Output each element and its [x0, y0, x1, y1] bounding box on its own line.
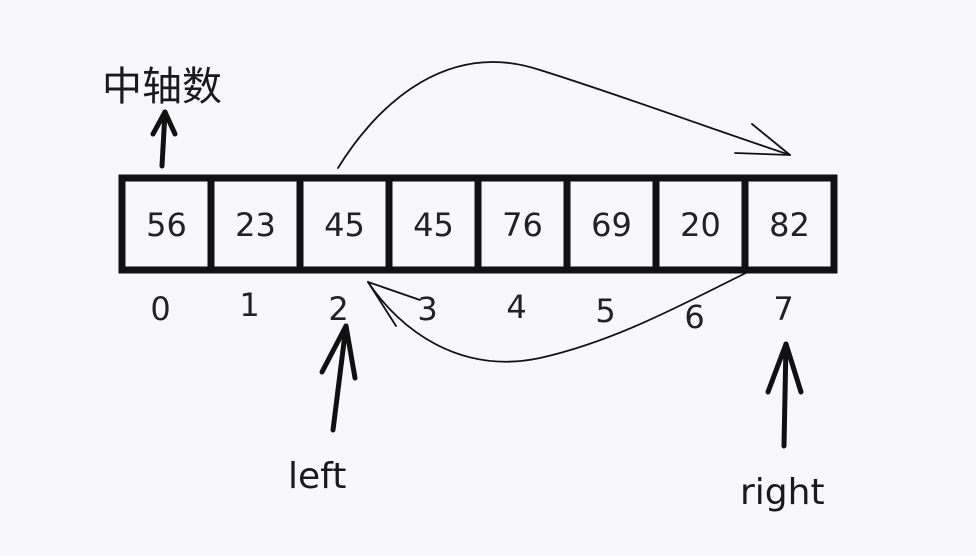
array-cell-value: 69 [591, 206, 632, 244]
array-cell-value: 45 [413, 206, 454, 244]
array-index-label: 7 [773, 290, 793, 328]
array-indices: 0 1 2 3 4 5 6 7 [150, 286, 793, 336]
array-index-label: 1 [239, 286, 259, 324]
array-index-label: 2 [328, 290, 348, 328]
left-pointer-label: left [288, 456, 346, 497]
right-pointer-label: right [740, 472, 825, 513]
pivot-label: 中轴数 [102, 64, 222, 110]
left-pointer-arrow [319, 323, 358, 433]
array-cell-value: 56 [146, 206, 187, 244]
right-pointer-arrow [765, 341, 804, 449]
array-cell-value: 82 [769, 206, 810, 244]
pivot-arrow [150, 109, 178, 169]
array-cell-value: 45 [324, 206, 365, 244]
array-index-label: 5 [595, 292, 615, 330]
array-cell-value: 76 [502, 206, 543, 244]
array-index-label: 0 [150, 290, 170, 328]
array-cell-value: 20 [680, 206, 721, 244]
swap-arrow-bottom [367, 269, 753, 363]
array-index-label: 3 [417, 290, 437, 328]
swap-arrow-top [337, 61, 791, 169]
array-index-label: 4 [506, 288, 526, 326]
array-index-label: 6 [684, 298, 704, 336]
array-cell-value: 23 [235, 206, 276, 244]
array-cells: 56 23 45 45 76 69 20 82 [146, 178, 810, 270]
